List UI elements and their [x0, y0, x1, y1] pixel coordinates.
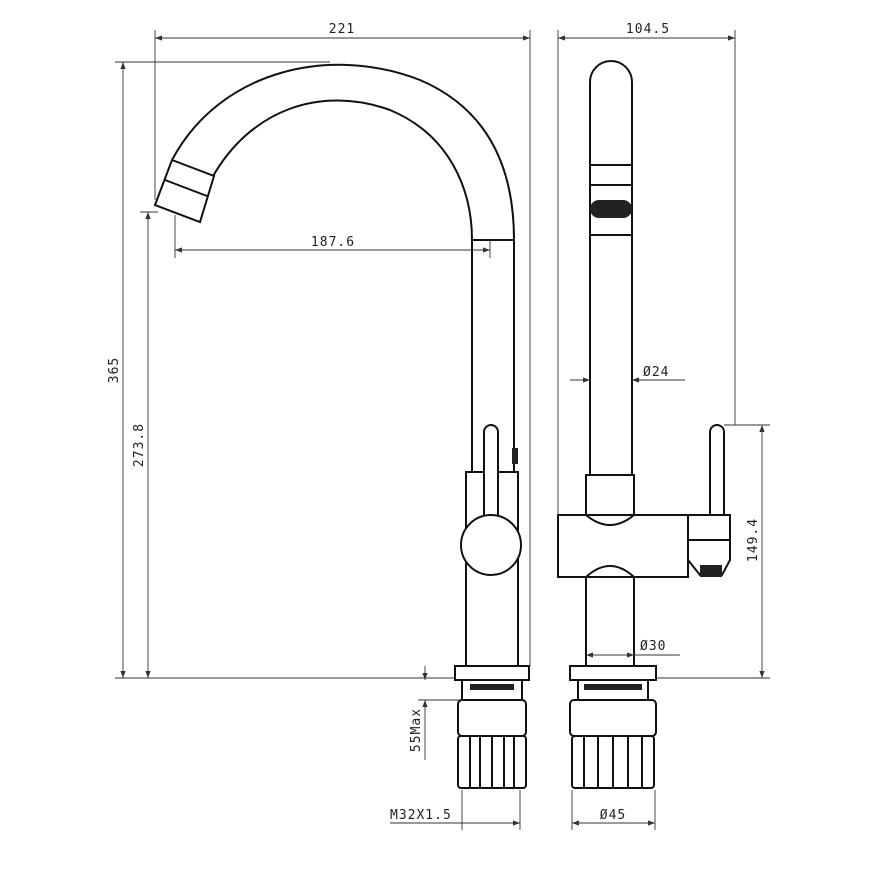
dim-handle-height: 149.4	[746, 518, 761, 562]
mounting-nut	[457, 699, 527, 737]
dim-overall-reach: 221	[329, 22, 355, 37]
dim-nut-diameter: Ø45	[600, 808, 626, 823]
dim-thread: M32X1.5	[390, 808, 452, 823]
dim-body-diameter: Ø30	[640, 639, 666, 654]
lower-body	[585, 576, 635, 667]
dimension-labels: 221 104.5 187.6 365 273.8 Ø24 149.4 Ø30 …	[107, 22, 761, 823]
aerator	[590, 200, 632, 218]
front-view	[153, 63, 530, 789]
mounting-nut-side	[569, 699, 657, 737]
spout-outer-curve	[171, 63, 515, 241]
base-plate-side	[569, 665, 657, 681]
spout-tube	[589, 60, 633, 475]
body-block	[557, 514, 689, 578]
dim-spout-diameter: Ø24	[643, 365, 669, 380]
dimension-lines	[115, 30, 770, 830]
spout-inner-curve	[211, 99, 473, 241]
dim-side-depth: 104.5	[626, 22, 670, 37]
dim-overall-height: 365	[107, 357, 122, 383]
body-upper	[585, 474, 635, 516]
dim-spout-height: 273.8	[132, 423, 147, 467]
spout-nozzle	[153, 158, 216, 224]
base-plate	[454, 665, 530, 681]
side-view	[557, 60, 731, 789]
dim-spout-reach: 187.6	[311, 235, 355, 250]
handle-hub	[460, 514, 522, 576]
handle-lever-side	[709, 424, 725, 521]
dim-max-deck-thickness: 55Max	[409, 708, 424, 752]
